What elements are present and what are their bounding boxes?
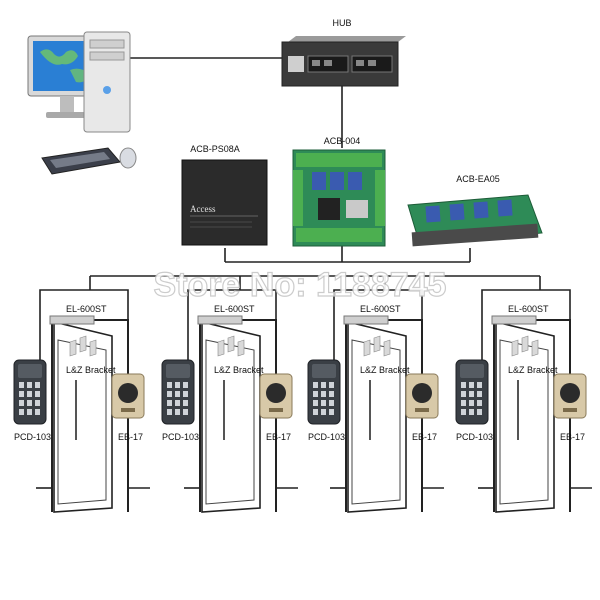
exit-button-label: EB-17 [560, 432, 585, 442]
lock-label: EL-600ST [508, 304, 549, 314]
power-supply-device: ACB-PS08A Access [181, 144, 268, 246]
reader-label: PCD-103 [456, 432, 493, 442]
card-reader-icon [13, 359, 47, 425]
bracket-label: L&Z Bracket [508, 365, 558, 375]
magnetic-lock [197, 315, 243, 325]
keyboard [41, 147, 121, 175]
bracket-icon [363, 335, 391, 357]
door-leaf [347, 320, 407, 513]
door-leaf [495, 320, 555, 513]
expansion-board: ACB-EA05 [407, 174, 543, 247]
power-supply-label: ACB-PS08A [190, 144, 240, 154]
controller-label: ACB-004 [324, 136, 361, 146]
exit-button-icon [405, 373, 439, 419]
hub-device: HUB [281, 18, 406, 87]
exit-button-label: EB-17 [266, 432, 291, 442]
exit-button-label: EB-17 [118, 432, 143, 442]
reader-label: PCD-103 [308, 432, 345, 442]
expansion-label: ACB-EA05 [456, 174, 500, 184]
lock-label: EL-600ST [214, 304, 255, 314]
magnetic-lock [343, 315, 389, 325]
card-reader-icon [307, 359, 341, 425]
pc-tower [83, 31, 131, 133]
reader-label: PCD-103 [14, 432, 51, 442]
exit-button-label: EB-17 [412, 432, 437, 442]
lock-label: EL-600ST [360, 304, 401, 314]
lock-label: EL-600ST [66, 304, 107, 314]
bracket-label: L&Z Bracket [360, 365, 410, 375]
network-wiring [89, 57, 541, 290]
power-supply-face-text: Access [190, 204, 216, 214]
bracket-label: L&Z Bracket [214, 365, 264, 375]
bracket-label: L&Z Bracket [66, 365, 116, 375]
card-reader-icon [455, 359, 489, 425]
computer-workstation [27, 31, 137, 175]
reader-label: PCD-103 [162, 432, 199, 442]
bracket-icon [217, 335, 245, 357]
exit-button-icon [259, 373, 293, 419]
door-leaf [53, 320, 113, 513]
card-reader-icon [161, 359, 195, 425]
mouse [119, 147, 137, 169]
magnetic-lock [491, 315, 537, 325]
exit-button-icon [553, 373, 587, 419]
hub-label: HUB [332, 18, 351, 28]
magnetic-lock [49, 315, 95, 325]
exit-button-icon [111, 373, 145, 419]
controller-board: ACB-004 [292, 136, 386, 247]
watermark-text: Store No: 1188745 [154, 266, 447, 304]
bracket-icon [69, 335, 97, 357]
bracket-icon [511, 335, 539, 357]
door-leaf [201, 320, 261, 513]
